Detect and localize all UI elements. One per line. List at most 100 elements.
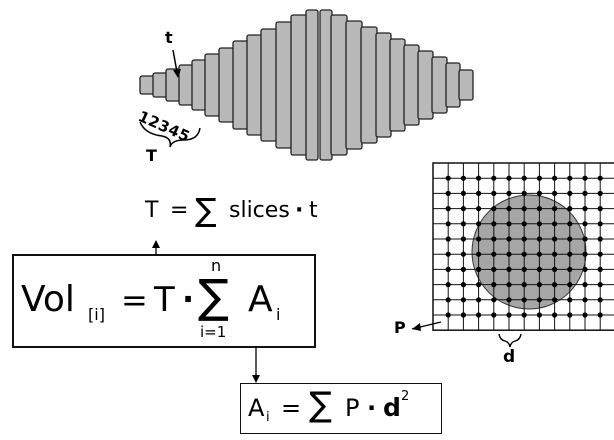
slice	[275, 21, 293, 149]
grid-point	[521, 312, 527, 318]
formula-t-dot: ·	[295, 198, 304, 223]
grid-point	[552, 266, 558, 272]
grid-point	[476, 251, 482, 257]
point-label: P	[394, 318, 406, 337]
grid-point	[582, 175, 588, 181]
grid-point	[582, 251, 588, 257]
grid-point	[582, 221, 588, 227]
grid-point	[506, 297, 512, 303]
grid-point	[476, 206, 482, 212]
grid-point	[536, 312, 543, 318]
grid-point	[567, 282, 573, 288]
grid-point	[491, 221, 497, 227]
grid-point	[476, 312, 482, 318]
formula-a-P: P	[345, 394, 360, 422]
slice	[305, 9, 319, 161]
grid-point	[460, 297, 466, 303]
formula-vol-lhs: Vol	[21, 279, 75, 320]
grid-point	[445, 266, 451, 272]
grid-point	[460, 190, 466, 196]
grid-point	[476, 236, 482, 242]
grid-point	[536, 282, 543, 288]
slice	[290, 14, 308, 156]
grid-point	[552, 251, 558, 257]
grid-point	[536, 175, 543, 181]
grid-point	[445, 236, 451, 242]
formula-vol-equals: =	[121, 281, 148, 319]
slice	[431, 56, 448, 114]
grid-point	[491, 297, 497, 303]
grid-point	[536, 251, 543, 257]
grid-point	[521, 221, 527, 227]
grid-point	[567, 221, 573, 227]
grid-point	[445, 206, 451, 212]
grid-point	[597, 266, 603, 272]
grid-point	[476, 266, 482, 272]
grid-point	[567, 175, 573, 181]
grid-point	[582, 236, 588, 242]
grid-point	[445, 282, 451, 288]
grid-point	[445, 221, 451, 227]
grid-point	[460, 251, 466, 257]
grid-point	[491, 251, 497, 257]
formula-t-lhs: T	[145, 198, 159, 223]
grid-point	[506, 251, 512, 257]
grid-point	[460, 266, 466, 272]
volume-formula-box: Vol [i] = T · n ∑ i=1 A i	[12, 254, 316, 348]
grid-point	[460, 282, 466, 288]
grid-point	[460, 175, 466, 181]
slice	[260, 28, 278, 142]
grid-point	[476, 175, 482, 181]
total-brace	[139, 121, 201, 148]
grid-point	[552, 206, 558, 212]
thickness-arrow	[172, 49, 178, 73]
grid-point	[567, 206, 573, 212]
formula-a-d: d	[383, 393, 401, 422]
spacing-label: d	[503, 347, 516, 367]
formula-vol-dot: ·	[182, 280, 195, 318]
point-arrowhead	[412, 323, 421, 331]
formula-vol-sum: ∑	[198, 269, 229, 323]
grid-point	[567, 190, 573, 196]
formula-vol-T: T	[154, 280, 175, 320]
grid-point	[567, 266, 573, 272]
formula-a-equals: =	[281, 394, 302, 422]
slice	[375, 32, 392, 138]
grid-point	[597, 297, 603, 303]
grid-point	[536, 221, 543, 227]
grid-point	[521, 190, 527, 196]
grid-point	[460, 221, 466, 227]
grid-point	[521, 266, 527, 272]
grid-point	[567, 297, 573, 303]
grid-point	[460, 236, 466, 242]
grid-point	[597, 312, 603, 318]
grid-point	[552, 297, 558, 303]
grid-point	[445, 297, 451, 303]
grid-point	[552, 236, 558, 242]
formula-vol-subscript: [i]	[88, 305, 105, 324]
grid-point	[506, 266, 512, 272]
spacing-brace	[498, 333, 522, 348]
grid-point	[491, 312, 497, 318]
grid-point	[506, 236, 512, 242]
grid-point	[506, 282, 512, 288]
down-arrowhead	[252, 375, 260, 383]
grid-point	[582, 206, 588, 212]
slice	[319, 9, 333, 161]
slice	[330, 14, 348, 156]
total-label: T	[146, 146, 157, 165]
grid-point	[491, 282, 497, 288]
grid-point	[521, 251, 527, 257]
grid-point	[521, 236, 527, 242]
slice	[360, 26, 378, 144]
grid-point	[521, 206, 527, 212]
slice	[417, 50, 434, 120]
slice	[204, 53, 221, 117]
slice	[246, 34, 263, 136]
grid-point	[460, 312, 466, 318]
formula-vol-upper-limit: n	[211, 256, 222, 275]
grid-point	[445, 251, 451, 257]
formula-t-term: slices	[229, 198, 290, 223]
grid-point	[460, 206, 466, 212]
